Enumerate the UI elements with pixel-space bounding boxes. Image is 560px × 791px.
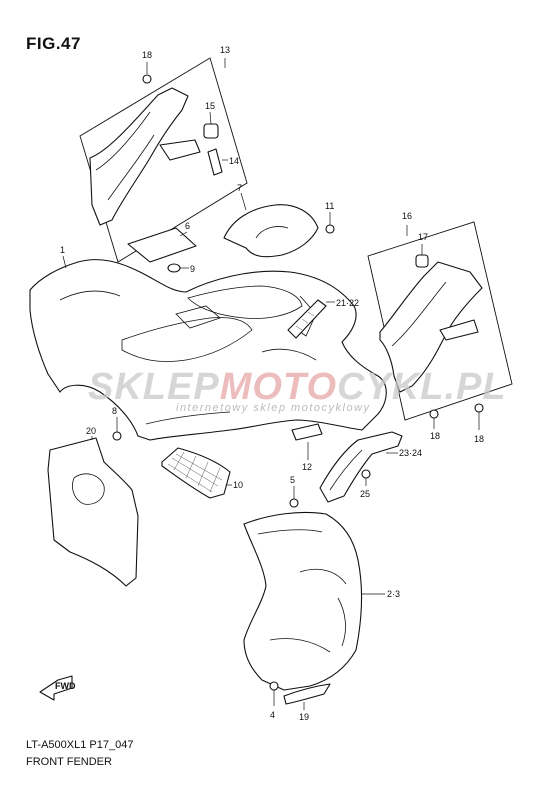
part-11-screw [325,212,335,234]
fwd-label: FWD [55,681,76,691]
part-2-3-mud-guard [243,511,385,691]
callout-6: 6 [185,221,190,231]
part-13-inner-panel [89,87,201,226]
callout-labels: 18 13 15 14 7 11 6 9 1 21·22 16 17 18 18… [60,45,484,722]
part-8-screw [112,417,122,441]
callout-8: 8 [112,406,117,416]
part-18-screw-right-a [429,409,439,429]
forward-direction-arrow-icon: FWD [39,675,76,701]
callout-21-22: 21·22 [336,298,359,308]
part-18-screw-top [142,62,152,84]
callout-12: 12 [302,462,312,472]
part-23-24-bracket [319,431,403,503]
callout-17: 17 [418,232,428,242]
callout-5: 5 [290,475,295,485]
part-25-screw [361,469,371,486]
callout-10: 10 [233,480,243,490]
watermark-brand-left: SKLEP [88,366,220,408]
part-21-22-reflector-strip [287,299,335,339]
part-18-screw-right-b [474,403,484,430]
model-code: LT-A500XL1 P17_047 [26,739,134,751]
callout-11: 11 [325,201,334,211]
callout-19: 19 [299,712,309,722]
part-4-screw [269,681,279,706]
watermark-brand: SKLEPMOTOCYKL.PL [88,366,507,409]
callout-14: 14 [229,156,239,166]
watermark-brand-mid: MOTO [219,366,337,408]
part-14-pad [207,148,228,176]
part-19-trim-strip [283,683,331,710]
callout-9: 9 [190,264,195,274]
part-5-screw [289,486,299,508]
part-12-seal-pad [291,423,323,460]
part-16-side-panel [379,261,483,393]
callout-20: 20 [86,426,96,436]
part-6-lid [127,227,197,263]
part-10-mesh-grille [161,447,232,499]
part-15-cushion [203,111,219,139]
callout-18-right-a: 18 [430,431,440,441]
watermark-brand-right: CYKL.PL [337,366,507,408]
callout-15: 15 [205,101,215,111]
callout-25: 25 [360,489,370,499]
callout-16: 16 [402,211,412,221]
part-1-front-fender [29,255,387,441]
watermark-tagline: internetowy sklep motocyklowy [176,402,371,414]
part-group-name: FRONT FENDER [26,756,112,768]
callout-18-right-b: 18 [474,434,484,444]
part-9-nut [167,263,189,273]
callout-7: 7 [237,183,242,193]
part-17-cushion [415,244,429,268]
figure-title: FIG.47 [26,34,81,53]
callout-1: 1 [60,245,65,255]
callout-4: 4 [270,710,275,720]
part-7-center-cover [223,192,319,258]
callout-13: 13 [220,45,230,55]
callout-23-24: 23·24 [399,448,422,458]
callout-18-top: 18 [142,50,152,60]
callout-2-3: 2·3 [387,589,400,599]
part-20-inner-guard [47,436,139,587]
